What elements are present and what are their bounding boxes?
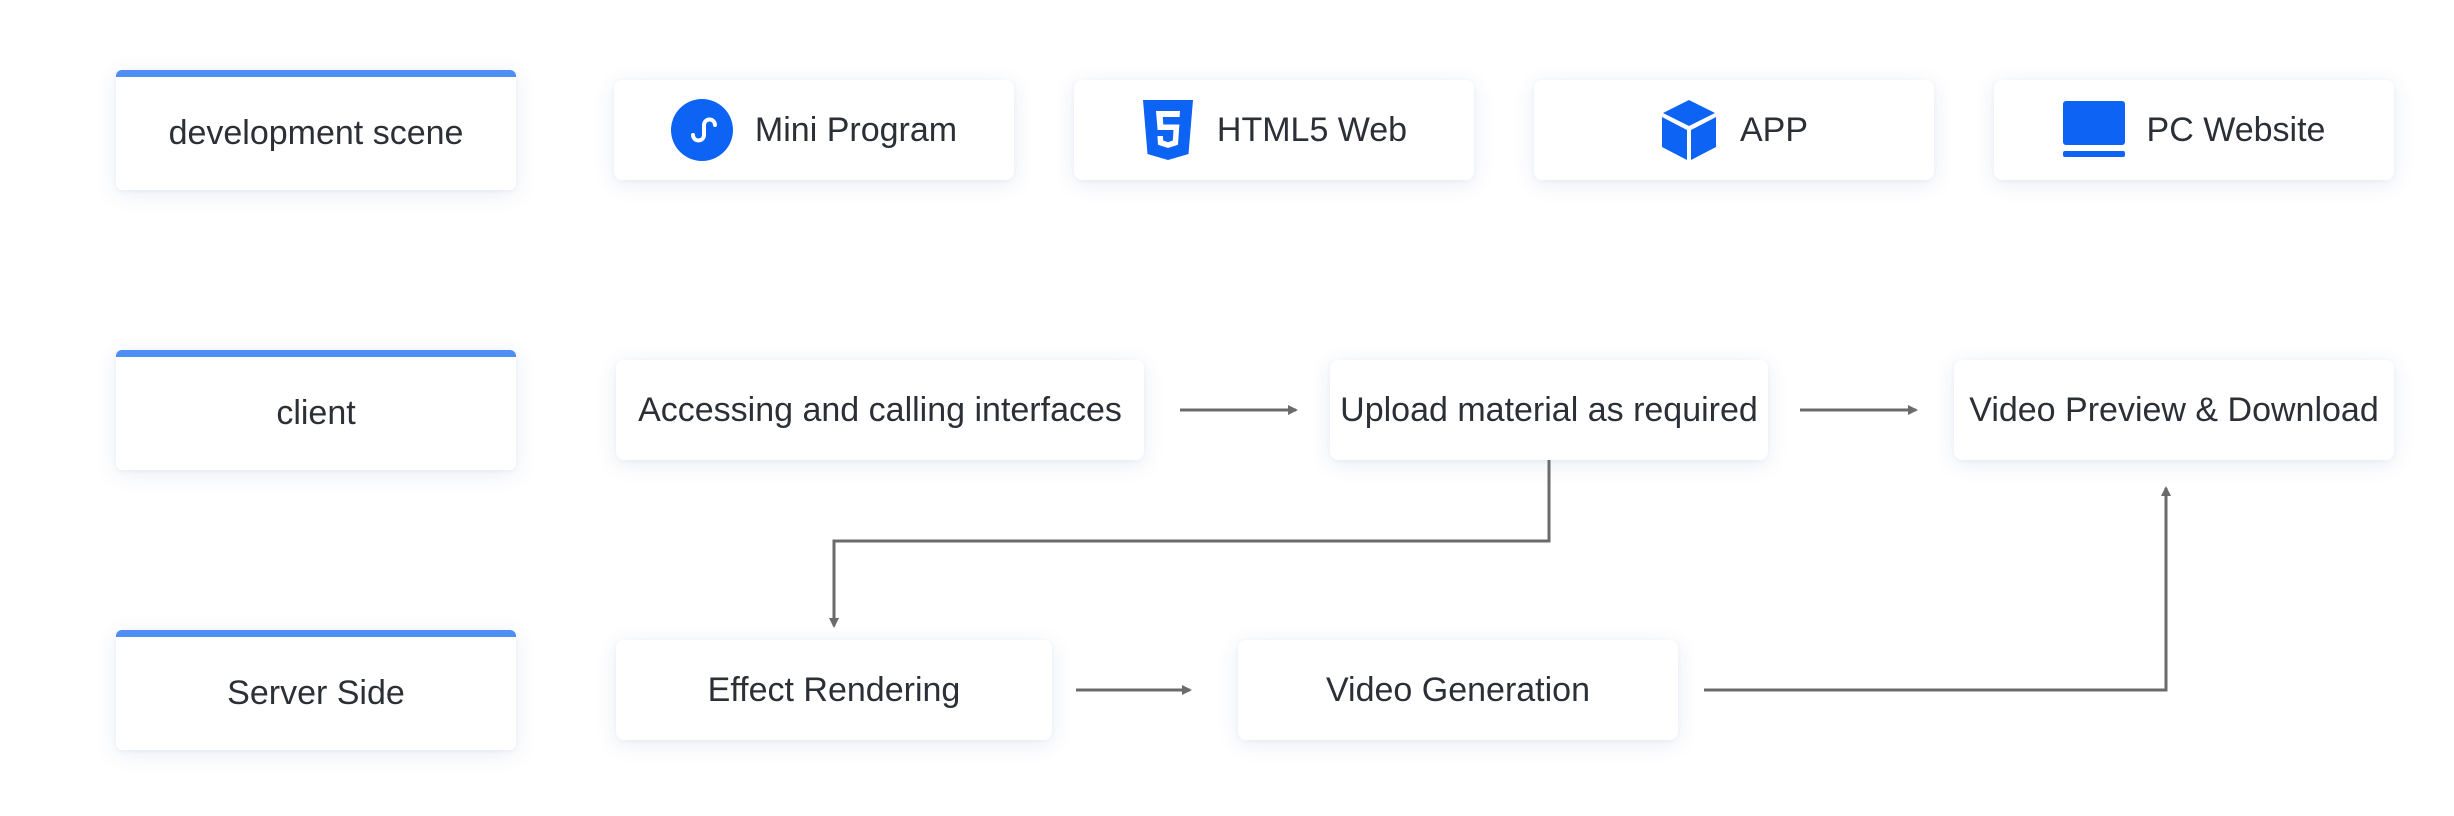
row-label-development-scene: development scene xyxy=(116,70,516,190)
scene-label: PC Website xyxy=(2146,110,2326,149)
scene-label: HTML5 Web xyxy=(1216,110,1408,149)
mini-program-icon xyxy=(670,99,733,161)
step-video-generation: Video Generation xyxy=(1238,640,1678,740)
html5-icon xyxy=(1141,99,1195,161)
step-label: Upload material as required xyxy=(1340,390,1758,429)
step-label: Video Preview & Download xyxy=(1969,390,2379,429)
cube-app-icon xyxy=(1660,98,1718,162)
step-label: Accessing and calling interfaces xyxy=(638,390,1122,429)
step-upload-material: Upload material as required xyxy=(1330,360,1768,460)
row-label-server-side: Server Side xyxy=(116,630,516,750)
scene-html5-web: HTML5 Web xyxy=(1074,80,1474,180)
scene-pc-website: PC Website xyxy=(1994,80,2394,180)
step-effect-rendering: Effect Rendering xyxy=(616,640,1052,740)
arrow-generation-to-preview xyxy=(1704,486,2171,692)
scene-app: APP xyxy=(1534,80,1934,180)
step-label: Effect Rendering xyxy=(707,670,961,709)
row-label-text: client xyxy=(276,394,356,432)
step-video-preview-download: Video Preview & Download xyxy=(1954,360,2394,460)
row-label-client: client xyxy=(116,350,516,470)
row-label-text: development scene xyxy=(168,114,464,152)
step-accessing-interfaces: Accessing and calling interfaces xyxy=(616,360,1144,460)
scene-mini-program: Mini Program xyxy=(614,80,1014,180)
monitor-icon xyxy=(2062,101,2125,159)
step-label: Video Generation xyxy=(1325,670,1590,709)
scene-label: Mini Program xyxy=(754,110,958,149)
row-label-text: Server Side xyxy=(227,674,405,712)
arrow-upload-to-rendering xyxy=(829,460,1551,628)
scene-label: APP xyxy=(1739,110,1809,149)
